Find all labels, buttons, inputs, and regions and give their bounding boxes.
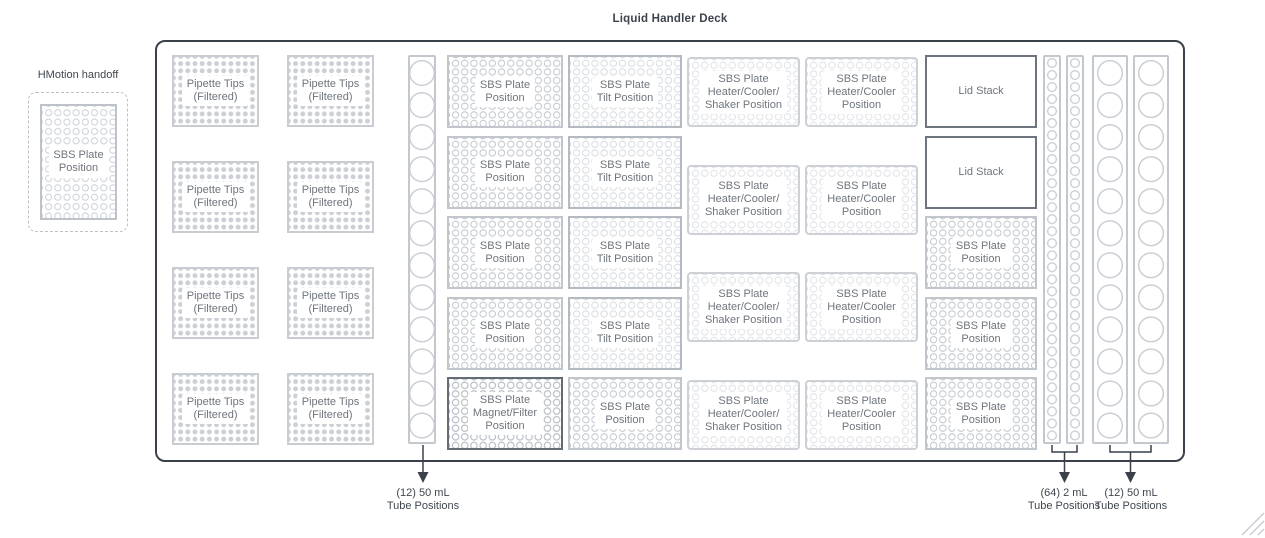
sbs-plate-box: SBS Plate Position — [568, 377, 682, 450]
handoff-sbs-plate-position: SBS Plate Position — [40, 104, 117, 220]
box-label: SBS Plate Position — [927, 299, 1035, 368]
box-label: SBS Plate Heater/Cooler/ Shaker Position — [689, 382, 798, 448]
sbs-plate-box: SBS Plate Position — [447, 296, 563, 370]
box-label: Pipette Tips (Filtered) — [289, 163, 372, 231]
box-label: SBS Plate Heater/Cooler Position — [807, 382, 916, 448]
tilt-box: SBS Plate Tilt Position — [568, 296, 682, 370]
deck-title: Liquid Handler Deck — [612, 13, 728, 25]
pipette-tips-column-2: Pipette Tips (Filtered) Pipette Tips (Fil… — [287, 55, 374, 445]
sbs-plate-box: SBS Plate Position — [925, 296, 1037, 370]
heater-box: SBS Plate Heater/Cooler Position — [805, 272, 918, 342]
tube-strip-50ml-right-1 — [1092, 55, 1128, 444]
pipette-tips-box: Pipette Tips (Filtered) — [287, 55, 374, 127]
box-label: SBS Plate Position — [42, 106, 115, 218]
heater-shaker-box: SBS Plate Heater/Cooler/ Shaker Position — [687, 57, 800, 127]
resize-grip-icon — [1241, 512, 1265, 536]
box-label: SBS Plate Position — [449, 299, 561, 368]
box-label: SBS Plate Position — [570, 379, 680, 448]
box-label: Pipette Tips (Filtered) — [174, 163, 257, 231]
tube-strip-50ml-right-2 — [1133, 55, 1169, 444]
sbs-plate-box: SBS Plate Position — [447, 55, 563, 128]
sbs-plate-box: SBS Plate Position — [925, 377, 1037, 450]
magnet-filter-box: SBS Plate Magnet/Filter Position — [447, 377, 563, 450]
tilt-box: SBS Plate Tilt Position — [568, 135, 682, 209]
heater-shaker-box: SBS Plate Heater/Cooler/ Shaker Position — [687, 272, 800, 342]
box-label: SBS Plate Heater/Cooler Position — [807, 59, 916, 125]
box-label: Pipette Tips (Filtered) — [174, 375, 257, 443]
tilt-box: SBS Plate Tilt Position — [568, 55, 682, 128]
sbs-plate-box: SBS Plate Position — [447, 135, 563, 209]
tube-strip-2ml-1 — [1043, 55, 1061, 444]
heater-box: SBS Plate Heater/Cooler Position — [805, 57, 918, 127]
sbs-plate-box: SBS Plate Position — [447, 216, 563, 289]
pipette-tips-box: Pipette Tips (Filtered) — [172, 267, 259, 339]
heater-box: SBS Plate Heater/Cooler Position — [805, 164, 918, 235]
tube-strip-50ml-left — [408, 55, 436, 444]
box-label: SBS Plate Heater/Cooler/ Shaker Position — [689, 167, 798, 233]
hmotion-handoff-label: HMotion handoff — [37, 69, 119, 81]
box-label: SBS Plate Tilt Position — [570, 138, 680, 207]
arrow-head-left — [417, 472, 429, 483]
lid-stack-box: Lid Stack — [925, 135, 1037, 209]
box-label: Pipette Tips (Filtered) — [174, 57, 257, 125]
box-label: Pipette Tips (Filtered) — [174, 269, 257, 337]
box-label: SBS Plate Heater/Cooler/ Shaker Position — [689, 59, 798, 125]
annotation-50ml-left: (12) 50 mL Tube Positions — [386, 487, 460, 512]
annotation-50ml-right: (12) 50 mL Tube Positions — [1094, 487, 1168, 512]
tube-strip-2ml-2 — [1066, 55, 1084, 444]
hmotion-handoff-area: SBS Plate Position — [28, 92, 128, 232]
pipette-tips-box: Pipette Tips (Filtered) — [287, 161, 374, 233]
box-label: SBS Plate Heater/Cooler Position — [807, 274, 916, 340]
pipette-tips-column-1: Pipette Tips (Filtered) Pipette Tips (Fil… — [172, 55, 259, 445]
box-label: Lid Stack — [927, 138, 1035, 207]
pipette-tips-box: Pipette Tips (Filtered) — [287, 373, 374, 445]
box-label: SBS Plate Position — [927, 379, 1035, 448]
arrow-head-mid — [1059, 472, 1070, 483]
box-label: SBS Plate Position — [449, 138, 561, 207]
box-label: SBS Plate Tilt Position — [570, 218, 680, 287]
box-label: Lid Stack — [927, 57, 1035, 126]
box-label: SBS Plate Position — [449, 218, 561, 287]
arrow-head-right — [1125, 472, 1136, 483]
box-label: Pipette Tips (Filtered) — [289, 375, 372, 443]
pipette-tips-box: Pipette Tips (Filtered) — [172, 373, 259, 445]
box-label: Pipette Tips (Filtered) — [289, 269, 372, 337]
lid-stack-box: Lid Stack — [925, 55, 1037, 128]
pipette-tips-box: Pipette Tips (Filtered) — [172, 161, 259, 233]
heater-shaker-box: SBS Plate Heater/Cooler/ Shaker Position — [687, 379, 800, 450]
heater-box: SBS Plate Heater/Cooler Position — [805, 379, 918, 450]
deck-outline: Pipette Tips (Filtered) Pipette Tips (Fil… — [155, 40, 1185, 462]
box-label: SBS Plate Position — [927, 218, 1035, 287]
pipette-tips-box: Pipette Tips (Filtered) — [172, 55, 259, 127]
pipette-tips-box: Pipette Tips (Filtered) — [287, 267, 374, 339]
sbs-plate-box: SBS Plate Position — [925, 216, 1037, 289]
box-label: SBS Plate Position — [449, 57, 561, 126]
tilt-box: SBS Plate Tilt Position — [568, 216, 682, 289]
box-label: Pipette Tips (Filtered) — [289, 57, 372, 125]
box-label: SBS Plate Heater/Cooler Position — [807, 167, 916, 233]
box-label: SBS Plate Tilt Position — [570, 57, 680, 126]
heater-shaker-box: SBS Plate Heater/Cooler/ Shaker Position — [687, 164, 800, 235]
annotation-2ml: (64) 2 mL Tube Positions — [1027, 487, 1101, 512]
heater-cooler-shaker-column: SBS Plate Heater/Cooler/ Shaker Position… — [687, 57, 800, 450]
box-label: SBS Plate Tilt Position — [570, 299, 680, 368]
box-label: SBS Plate Heater/Cooler/ Shaker Position — [689, 274, 798, 340]
box-label: SBS Plate Magnet/Filter Position — [449, 379, 561, 448]
